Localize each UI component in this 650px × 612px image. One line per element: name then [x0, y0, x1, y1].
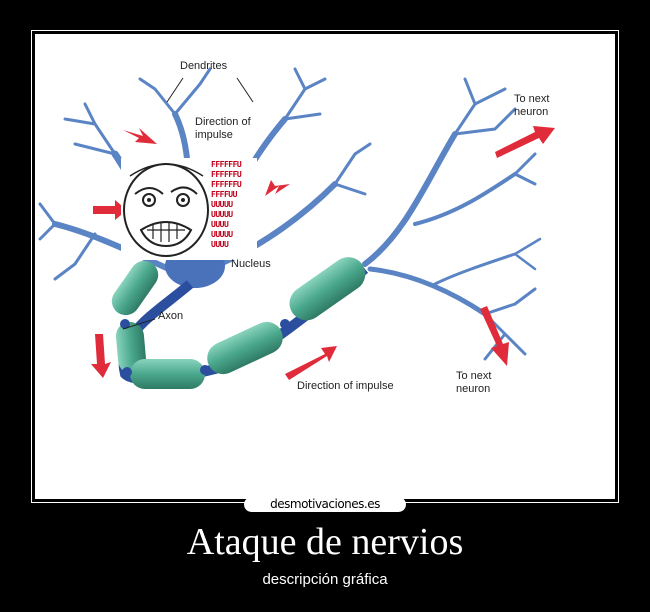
myelin-segment — [130, 359, 205, 389]
label-nucleus: Nucleus — [231, 258, 271, 270]
dendrites-leader-line — [236, 77, 254, 103]
label-to-next-neuron-top: To next neuron — [514, 93, 550, 118]
label-axon: Axon — [158, 310, 184, 322]
axon — [111, 257, 369, 389]
node-of-ranvier — [200, 365, 210, 375]
arrow-icon — [123, 128, 157, 144]
poster-subtitle: descripción gráfica — [262, 571, 388, 588]
arrow-icon — [93, 200, 127, 220]
arrow-icon — [265, 180, 290, 196]
axon-leader-line — [122, 318, 156, 330]
label-direction-of-impulse-top: Direction of impulse — [195, 116, 251, 141]
label-direction-of-impulse-bottom: Direction of impulse — [297, 380, 394, 392]
watermark[interactable]: desmotivaciones.es — [244, 497, 406, 512]
node-of-ranvier — [120, 319, 130, 329]
label-dendrites: Dendrites — [180, 60, 228, 72]
neuron-illustration — [38, 67, 555, 389]
meme-rage-text: FFFFFFU FFFFFFU FFFFFFU FFFFUU UUUUU UUU… — [211, 160, 242, 249]
arrow-icon — [285, 346, 337, 380]
dendrites-leader-line — [166, 77, 184, 103]
watermark-text: desmotivaciones.es — [270, 497, 380, 511]
node-of-ranvier — [280, 319, 290, 329]
arrow-icon — [91, 334, 111, 378]
node-of-ranvier — [122, 367, 132, 377]
poster-title: Ataque de nervios — [186, 521, 464, 563]
neuron-diagram: Dendrites Direction of impulse Nucleus A… — [35, 34, 615, 499]
impulse-arrows — [91, 126, 555, 380]
axon-terminal-branches — [362, 77, 542, 361]
label-to-next-neuron-bottom: To next neuron — [456, 370, 492, 395]
rage-face-icon — [121, 158, 257, 260]
myelin-segment — [207, 321, 283, 375]
arrow-icon — [480, 306, 509, 366]
myelin-segment — [111, 260, 159, 316]
arrow-icon — [495, 126, 555, 158]
myelin-segment — [289, 257, 366, 321]
